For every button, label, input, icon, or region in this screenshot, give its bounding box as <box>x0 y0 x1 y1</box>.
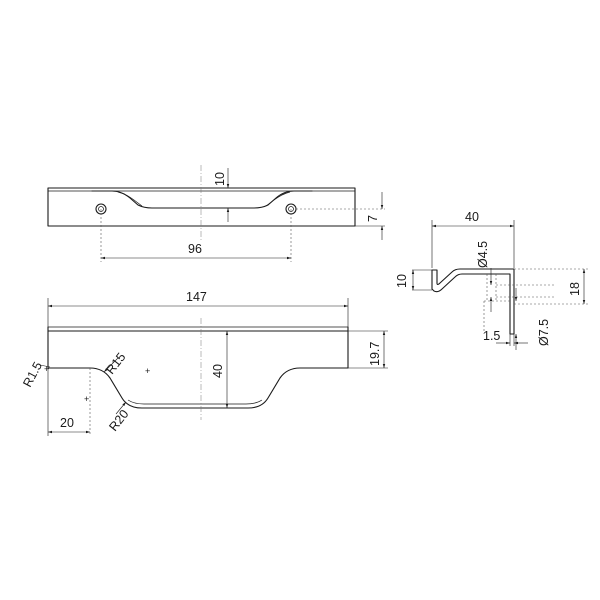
front-view-inner-curve <box>127 399 263 405</box>
dim-147-label: 147 <box>186 290 207 304</box>
top-view-cutout <box>91 190 313 209</box>
front-view: + + + 147 40 19.7 20 R1.5 R15 R20 <box>20 290 388 436</box>
dim-side-40-label: 40 <box>465 210 479 224</box>
dim-18-label: 18 <box>568 282 582 296</box>
top-view: 96 10 7 <box>47 165 385 262</box>
radius-center-mark-1: + <box>145 366 150 376</box>
dim-20-label: 20 <box>60 416 74 430</box>
radius-center-mark-2: + <box>84 394 89 404</box>
dim-1-5-label: 1.5 <box>483 329 500 343</box>
front-view-outline <box>47 330 349 409</box>
dim-19-7-label: 19.7 <box>368 342 382 366</box>
side-view: 40 10 Ø4.5 18 Ø7.5 1.5 <box>395 210 588 350</box>
dim-40-height-label: 40 <box>211 364 225 378</box>
r15-label: R15 <box>103 350 128 377</box>
dim-96-label: 96 <box>188 242 202 256</box>
dim-d7-5-label: Ø7.5 <box>537 319 551 346</box>
top-view-cutout-inner <box>117 191 291 207</box>
r20-label: R20 <box>106 407 131 434</box>
radius-center-mark-3: + <box>44 364 49 374</box>
dim-side-10-label: 10 <box>395 274 409 288</box>
dim-10-depth-label: 10 <box>213 172 227 186</box>
side-view-profile <box>431 268 515 335</box>
r1-5-leader <box>39 364 51 368</box>
r15-leader <box>103 357 119 373</box>
top-view-outline <box>47 187 356 227</box>
dim-d4-5-label: Ø4.5 <box>476 241 490 268</box>
r20-leader <box>115 401 127 415</box>
r1-5-label: R1.5 <box>20 359 45 389</box>
dim-7-label: 7 <box>366 215 380 222</box>
